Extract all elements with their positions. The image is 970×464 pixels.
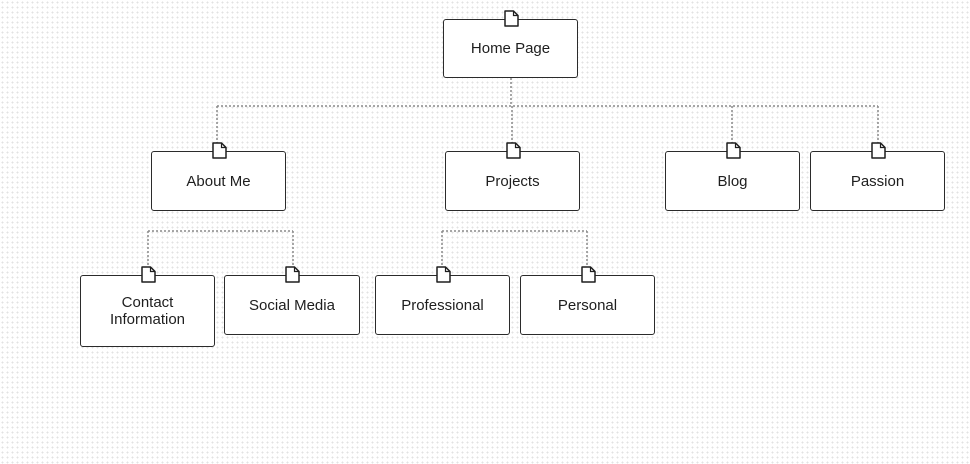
node-label: Home Page — [470, 40, 551, 57]
page-icon — [140, 266, 156, 283]
node-home-page[interactable]: Home Page — [443, 10, 578, 78]
node-label: About Me — [186, 172, 251, 190]
page-icon — [435, 266, 451, 283]
node-blog[interactable]: Blog — [665, 142, 800, 211]
page-icon — [870, 142, 886, 159]
node-social-media[interactable]: Social Media — [224, 266, 360, 335]
node-projects[interactable]: Projects — [445, 142, 580, 211]
page-icon — [211, 142, 227, 159]
page-icon — [580, 266, 596, 283]
node-label: Social Media — [249, 296, 335, 314]
node-about-me[interactable]: About Me — [151, 142, 286, 211]
node-label: Personal — [557, 296, 618, 314]
page-icon — [725, 142, 741, 159]
page-icon — [285, 266, 300, 283]
node-label: Professional — [401, 296, 484, 314]
node-label: Blog — [717, 172, 748, 190]
node-contact-information[interactable]: Contact Information — [80, 266, 215, 347]
node-label: Projects — [485, 172, 540, 190]
node-passion[interactable]: Passion — [810, 142, 945, 211]
page-icon — [503, 10, 519, 27]
node-personal[interactable]: Personal — [520, 266, 655, 335]
node-label: Passion — [850, 172, 905, 190]
node-label: Contact Information — [109, 294, 186, 328]
node-professional[interactable]: Professional — [375, 266, 510, 335]
page-icon — [505, 142, 521, 159]
